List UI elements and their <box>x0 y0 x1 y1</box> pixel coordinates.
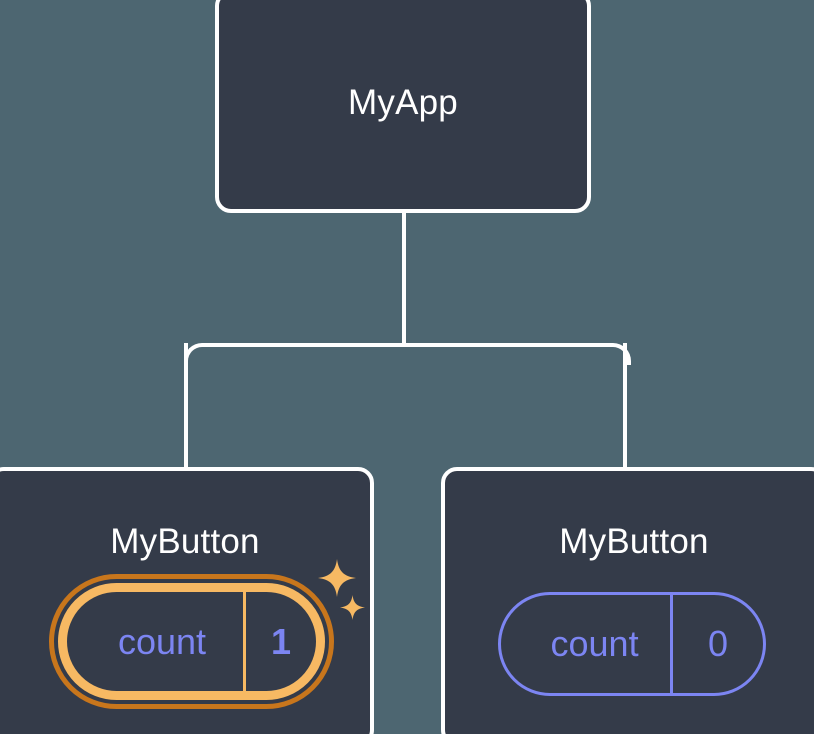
node-myapp[interactable]: MyApp <box>215 0 591 213</box>
sparkle-icon <box>318 559 356 597</box>
node-mybutton-left-title: MyButton <box>110 522 260 561</box>
state-value-label: 0 <box>670 595 763 693</box>
connector-elbow-right <box>609 343 631 365</box>
state-key-label: count <box>117 620 207 662</box>
node-mybutton-left[interactable]: MyButton count 1 <box>0 467 374 734</box>
state-pill-highlighted-inner: count 1 <box>58 583 325 700</box>
connector-root-stem <box>402 209 406 347</box>
connector-horizontal-bar <box>184 343 627 347</box>
sparkle-icon <box>340 595 365 620</box>
connector-leg-left <box>184 343 188 471</box>
connector-leg-right <box>623 343 627 471</box>
node-mybutton-right-title: MyButton <box>559 522 709 561</box>
state-key-label: count <box>550 623 639 664</box>
state-value-label: 1 <box>243 592 316 691</box>
state-pill-plain[interactable]: count 0 <box>498 592 766 696</box>
node-mybutton-right[interactable]: MyButton count 0 <box>441 467 814 734</box>
state-pill-highlighted[interactable]: count 1 <box>49 574 334 709</box>
node-myapp-title: MyApp <box>348 83 458 122</box>
